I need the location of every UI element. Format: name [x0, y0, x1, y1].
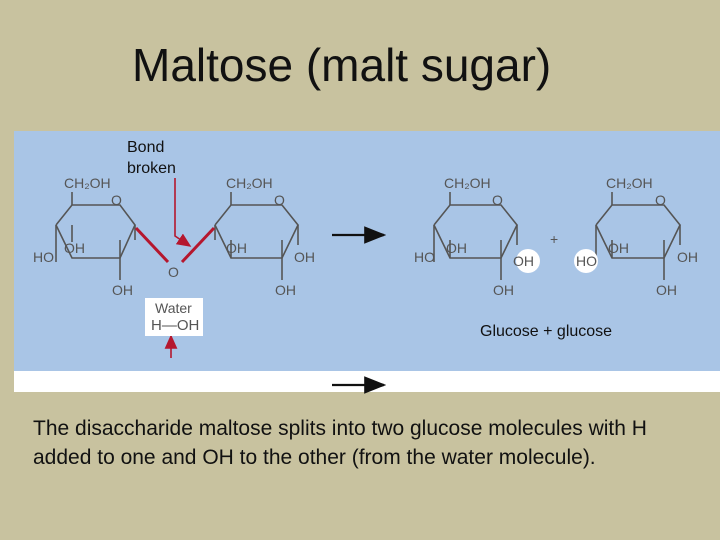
bridge-oxygen: O — [168, 264, 179, 280]
glucose1-ch2oh: CH₂OH — [444, 175, 491, 191]
glucose2-ch2oh: CH₂OH — [606, 175, 653, 191]
slide-title: Maltose (malt sugar) — [132, 39, 552, 91]
ring2-ch2oh: CH₂OH — [226, 175, 273, 191]
ring1-oh-c2: OH — [112, 282, 133, 298]
glucose1-oh-c2: OH — [493, 282, 514, 298]
glucose1-ho-c4: HO — [414, 249, 435, 265]
ring1-oh-c3: OH — [64, 240, 85, 256]
bond-label-line-2: broken — [127, 160, 176, 177]
plus-sign: + — [550, 231, 558, 247]
ring2-ring-oxygen: O — [274, 192, 285, 208]
ring1-ring-oxygen: O — [111, 192, 122, 208]
water-label: Water — [155, 300, 192, 316]
reaction-panel — [14, 131, 720, 371]
ring1-ch2oh: CH₂OH — [64, 175, 111, 191]
glucose-ring-2 — [595, 192, 681, 280]
glycosidic-bond — [134, 226, 216, 264]
added-oh-highlight — [516, 249, 540, 273]
water-formula: H—OH — [151, 317, 200, 334]
ring2-oh-c2: OH — [275, 282, 296, 298]
bond-broken-label: Bond broken — [127, 137, 176, 179]
ring2-oh-c1: OH — [294, 249, 315, 265]
glucose1-oh-c3: OH — [446, 240, 467, 256]
glucose2-oh-c1: OH — [677, 249, 698, 265]
water-box — [145, 298, 203, 336]
glucose1-ring-oxygen: O — [492, 192, 503, 208]
glucose2-oh-c2: OH — [656, 282, 677, 298]
ring2-oh-c3: OH — [226, 240, 247, 256]
glucose2-ring-oxygen: O — [655, 192, 666, 208]
bond-label-line-1: Bond — [127, 139, 165, 156]
maltose-ring-2 — [214, 192, 299, 280]
maltose-ring-1 — [55, 192, 136, 280]
bond-pointer-arrow — [174, 178, 192, 247]
glucose-ring-1 — [433, 192, 518, 280]
ring1-ho-c4: HO — [33, 249, 54, 265]
added-h-highlight — [574, 249, 598, 273]
products-label: Glucose + glucose — [480, 323, 613, 340]
glucose2-added-ho: HO — [576, 253, 597, 269]
slide-caption: The disaccharide maltose splits into two… — [33, 417, 647, 469]
glucose1-added-oh: OH — [513, 253, 534, 269]
glucose2-oh-c3: OH — [608, 240, 629, 256]
